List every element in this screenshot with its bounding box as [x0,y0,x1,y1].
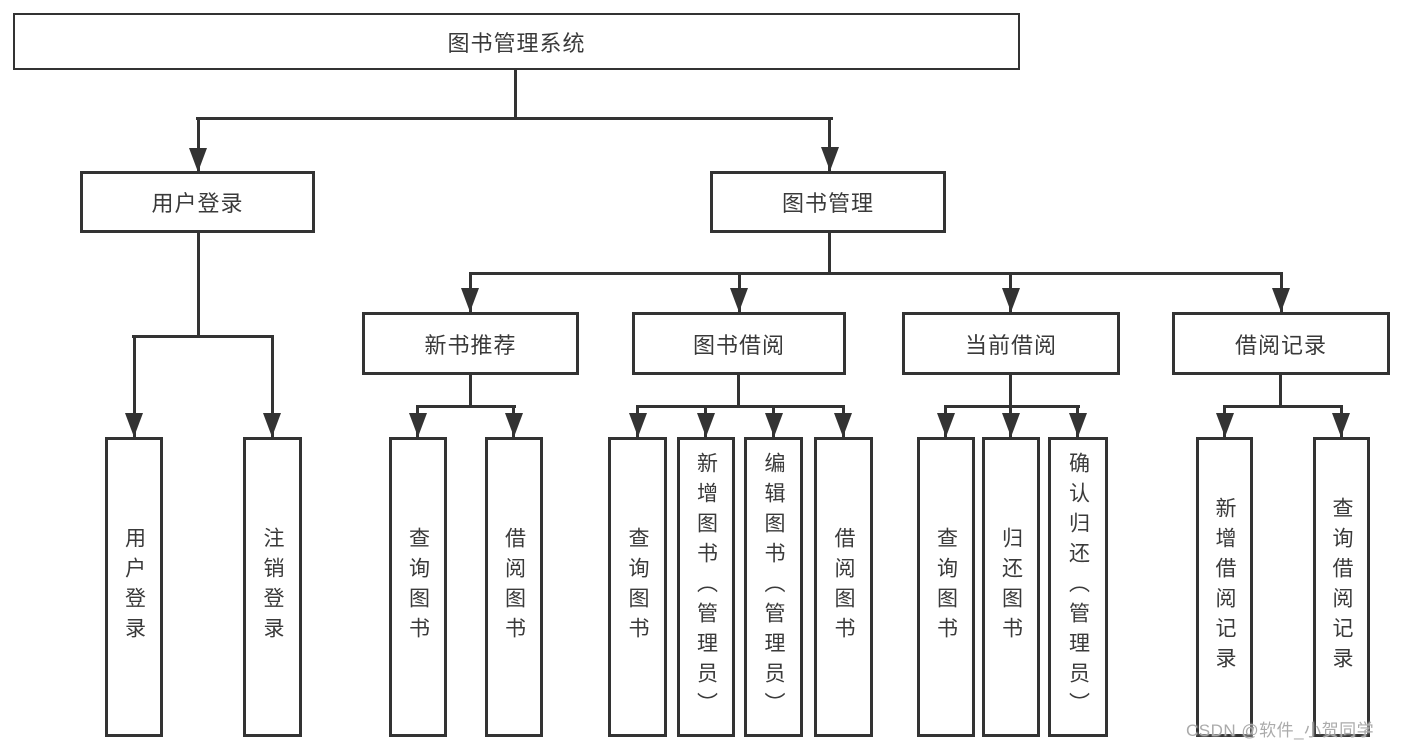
connector-line [1009,375,1012,405]
connector-line [828,117,831,171]
node-label: 图书管理系统 [447,30,586,56]
arrow-down-icon [1216,413,1234,437]
connector-line [1279,375,1282,405]
arrow-down-icon [765,413,783,437]
arrow-down-icon [189,148,207,172]
leaf-confirm-return-admin: 确认归还（管理员） [1048,437,1108,737]
leaf-label: 归还图书 [999,527,1023,647]
leaf-add-book-admin: 新增图书（管理员） [677,437,735,737]
node-current-borrow: 当前借阅 [902,312,1120,375]
connector-line [737,375,740,405]
connector-line [469,375,472,405]
arrow-down-icon [505,413,523,437]
leaf-label: 查询图书 [934,527,958,647]
leaf-label: 查询图书 [626,527,649,647]
connector-line [828,233,831,272]
arrow-down-icon [730,288,748,312]
leaf-borrow-books-recommend: 借阅图书 [485,437,543,737]
leaf-query-books-borrow: 查询图书 [608,437,667,737]
arrow-down-icon [1002,288,1020,312]
connector-line [1223,405,1343,408]
arrow-down-icon [937,413,955,437]
leaf-label: 查询借阅记录 [1330,497,1353,677]
connector-line [197,233,200,335]
arrow-down-icon [409,413,427,437]
leaf-edit-book-admin: 编辑图书（管理员） [744,437,803,737]
leaf-label: 用户登录 [122,527,146,647]
arrow-down-icon [1069,413,1087,437]
node-borrow-records: 借阅记录 [1172,312,1390,375]
connector-line [469,272,1283,275]
leaf-return-books: 归还图书 [982,437,1040,737]
node-label: 图书借阅 [692,332,785,358]
leaf-label: 新增图书（管理员） [694,452,718,722]
leaf-label: 编辑图书（管理员） [762,452,785,722]
connector-line [196,117,833,120]
connector-line [132,335,274,338]
arrow-down-icon [1272,288,1290,312]
node-label: 借阅记录 [1234,332,1327,358]
arrow-down-icon [821,147,839,171]
leaf-label: 注销登录 [261,527,284,647]
connector-line [197,117,200,172]
arrow-down-icon [461,288,479,312]
node-label: 用户登录 [151,191,244,216]
node-user-login: 用户登录 [80,171,315,233]
arrow-down-icon [697,413,715,437]
connector-line [416,405,516,408]
leaf-label: 查询图书 [406,527,430,647]
node-book-management: 图书管理 [710,171,946,233]
connector-line [636,405,845,408]
arrow-down-icon [834,413,852,437]
leaf-user-login: 用户登录 [105,437,163,737]
leaf-add-borrow-record: 新增借阅记录 [1196,437,1253,737]
arrow-down-icon [1002,413,1020,437]
connector-line [514,70,517,118]
connector-line [271,335,274,437]
leaf-query-books-current: 查询图书 [917,437,975,737]
node-label: 新书推荐 [424,332,517,358]
leaf-query-borrow-record: 查询借阅记录 [1313,437,1370,737]
leaf-logout: 注销登录 [243,437,302,737]
connector-line [133,335,136,437]
leaf-borrow-books: 借阅图书 [814,437,873,737]
leaf-label: 借阅图书 [502,527,526,647]
node-library-system: 图书管理系统 [13,13,1020,70]
csdn-watermark: CSDN @软件_小贺同学 [1186,721,1375,740]
arrow-down-icon [125,413,143,437]
arrow-down-icon [629,413,647,437]
leaf-label: 新增借阅记录 [1213,497,1236,677]
leaf-label: 确认归还（管理员） [1066,452,1090,722]
node-new-book-recommend: 新书推荐 [362,312,579,375]
arrow-down-icon [263,413,281,437]
node-book-borrow: 图书借阅 [632,312,846,375]
connector-line [944,405,1080,408]
leaf-label: 借阅图书 [832,527,855,647]
node-label: 图书管理 [781,191,874,216]
leaf-query-books-recommend: 查询图书 [389,437,447,737]
arrow-down-icon [1332,413,1350,437]
node-label: 当前借阅 [964,332,1057,358]
